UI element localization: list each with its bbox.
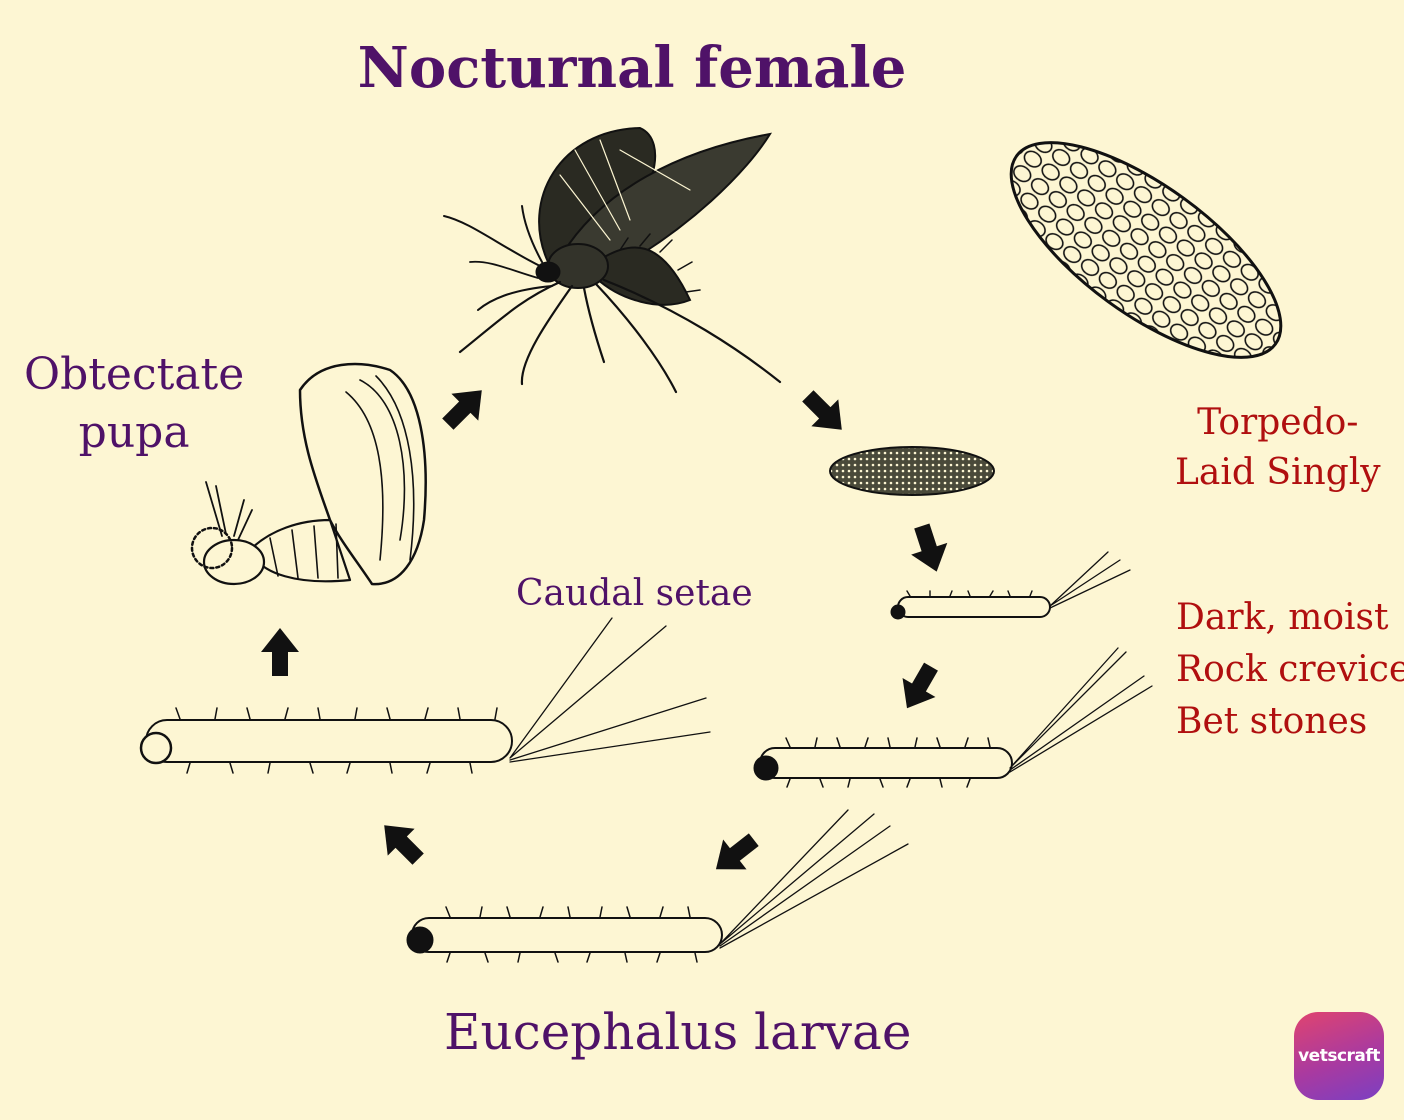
pupa-icon — [190, 362, 427, 586]
habitat-line: Rock crevices — [1176, 649, 1404, 691]
logo-text: vetscraft — [1298, 1046, 1380, 1066]
habitat-label: Dark, moist Rock crevices Bet stones — [1176, 592, 1404, 749]
egg-label-line: Torpedo- — [1197, 402, 1359, 443]
arrow-icon — [794, 382, 856, 444]
pupa-label-line: Obtectate — [24, 349, 245, 400]
pupa-label-line: pupa — [78, 407, 190, 459]
larva-icon — [139, 617, 711, 774]
larva-icon — [890, 551, 1131, 620]
arrow-icon — [704, 824, 766, 885]
arrow-icon — [903, 520, 955, 578]
larvae-label: Eucephalus larvae — [444, 1003, 912, 1061]
larva-icon — [753, 647, 1153, 788]
caudal-setae-label: Caudal setae — [516, 573, 753, 614]
larva-icon — [406, 809, 909, 963]
vetscraft-logo: vetscraft — [1294, 1012, 1384, 1100]
sandfly-icon — [443, 126, 782, 394]
pupa-label: Obtectate pupa — [24, 346, 244, 462]
arrow-icon — [890, 657, 948, 718]
egg-icon — [829, 446, 995, 496]
arrow-icon — [261, 628, 299, 676]
arrow-icon — [434, 376, 496, 438]
egg-label-line: Laid Singly — [1175, 452, 1381, 494]
arrow-icon — [370, 811, 432, 873]
egg-label: Torpedo- Laid Singly — [1175, 398, 1381, 499]
diagram-title: Nocturnal female — [357, 35, 907, 101]
egg-mass-icon — [1009, 141, 1283, 359]
habitat-line: Dark, moist — [1176, 597, 1389, 638]
habitat-line: Bet stones — [1176, 701, 1368, 743]
